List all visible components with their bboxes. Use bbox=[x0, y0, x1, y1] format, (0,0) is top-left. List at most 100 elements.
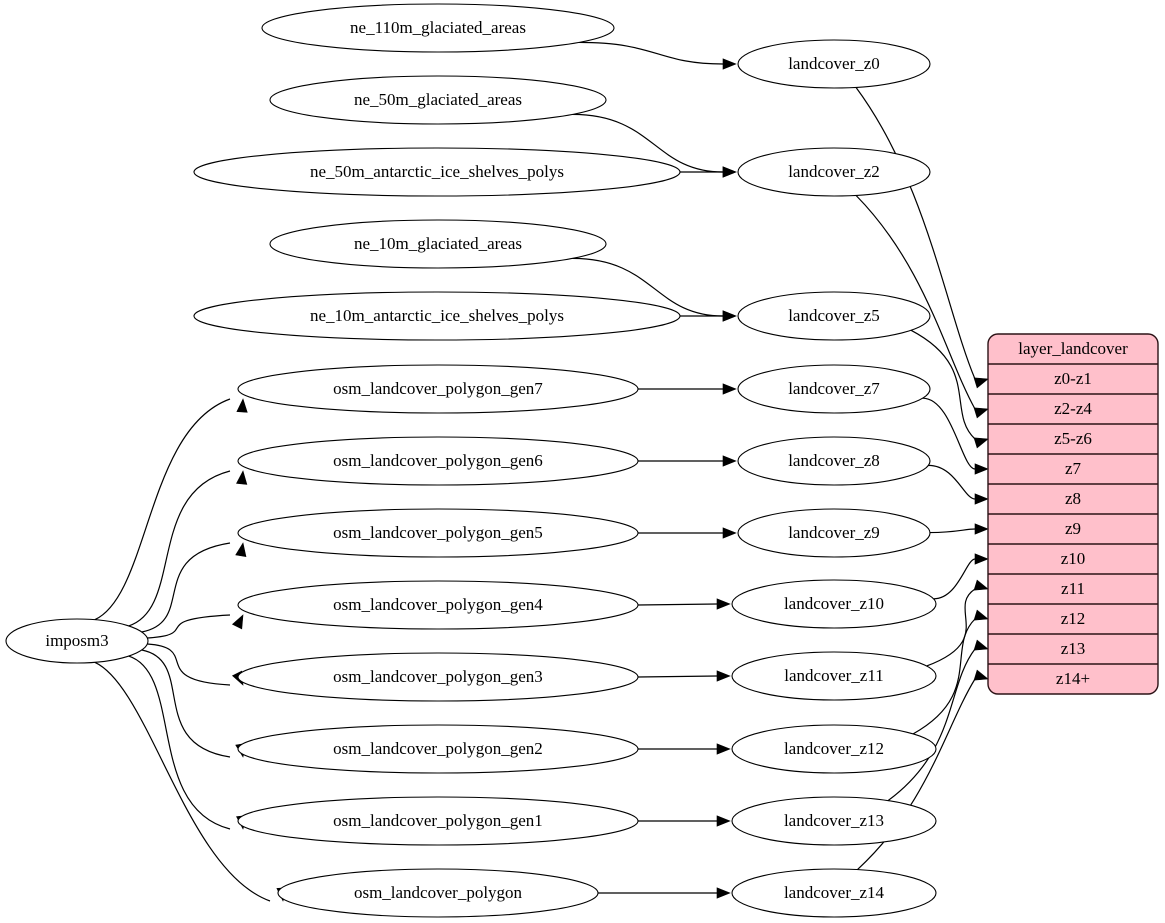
node-imposm3[interactable]: imposm3 bbox=[5, 618, 149, 664]
table-row-label: z8 bbox=[1065, 489, 1081, 508]
edge-imposm3-to-osm_landcover_polygon_gen4 bbox=[147, 614, 231, 639]
node-label-landcover_z9: landcover_z9 bbox=[788, 523, 880, 542]
arrowhead-landcover_z12 bbox=[716, 743, 731, 755]
edge-landcover_z2-to-row-z2-z4 bbox=[855, 194, 976, 410]
node-ne_10m_glaciated_areas[interactable]: ne_10m_glaciated_areas bbox=[269, 219, 607, 269]
table-row-z14+[interactable]: z14+ bbox=[988, 664, 1158, 694]
node-osm_landcover_polygon_gen1[interactable]: osm_landcover_polygon_gen1 bbox=[237, 796, 639, 846]
node-osm_landcover_polygon_gen5[interactable]: osm_landcover_polygon_gen5 bbox=[237, 508, 639, 558]
node-label-landcover_z2: landcover_z2 bbox=[788, 162, 880, 181]
node-shape-landcover_z5 bbox=[737, 291, 931, 341]
node-shape-landcover_z12 bbox=[731, 724, 937, 774]
table-row-z8[interactable]: z8 bbox=[988, 484, 1158, 514]
node-ne_10m_antarctic_ice_shelves_polys[interactable]: ne_10m_antarctic_ice_shelves_polys bbox=[193, 291, 681, 341]
node-shape-landcover_z0 bbox=[737, 39, 931, 89]
node-label-osm_landcover_polygon_gen5: osm_landcover_polygon_gen5 bbox=[333, 523, 543, 542]
table-row-z5-z6[interactable]: z5-z6 bbox=[988, 424, 1158, 454]
node-label-landcover_z13: landcover_z13 bbox=[784, 811, 884, 830]
node-label-osm_landcover_polygon_gen6: osm_landcover_polygon_gen6 bbox=[333, 451, 543, 470]
node-landcover_z7[interactable]: landcover_z7 bbox=[737, 364, 931, 414]
edge-ne_50m_glaciated_areas-to-landcover_z2 bbox=[572, 113, 724, 173]
node-landcover_z9[interactable]: landcover_z9 bbox=[737, 508, 931, 558]
node-ne_50m_antarctic_ice_shelves_polys[interactable]: ne_50m_antarctic_ice_shelves_polys bbox=[193, 147, 681, 197]
node-osm_landcover_polygon_gen7[interactable]: osm_landcover_polygon_gen7 bbox=[237, 364, 639, 414]
node-osm_landcover_polygon_gen6[interactable]: osm_landcover_polygon_gen6 bbox=[237, 436, 639, 486]
arrowhead-row-z10 bbox=[974, 553, 989, 565]
table-row-label: z5-z6 bbox=[1054, 429, 1092, 448]
node-landcover_z13[interactable]: landcover_z13 bbox=[731, 796, 937, 846]
node-shape-imposm3 bbox=[5, 618, 149, 664]
node-landcover_z2[interactable]: landcover_z2 bbox=[737, 147, 931, 197]
table-row-z9[interactable]: z9 bbox=[988, 514, 1158, 544]
node-shape-osm_landcover_polygon_gen4 bbox=[237, 580, 639, 630]
node-label-osm_landcover_polygon: osm_landcover_polygon bbox=[354, 883, 523, 902]
table-row-label: z2-z4 bbox=[1054, 399, 1092, 418]
node-shape-landcover_z9 bbox=[737, 508, 931, 558]
arrowhead-row-z8 bbox=[974, 493, 989, 505]
arrowhead-landcover_z10 bbox=[716, 598, 731, 610]
table-row-z10[interactable]: z10 bbox=[988, 544, 1158, 574]
node-shape-ne_50m_antarctic_ice_shelves_polys bbox=[193, 147, 681, 197]
arrowhead-osm_landcover_polygon_gen6 bbox=[236, 470, 248, 485]
arrowhead-osm_landcover_polygon_gen4 bbox=[231, 614, 244, 630]
node-landcover_z8[interactable]: landcover_z8 bbox=[737, 436, 931, 486]
arrowhead-landcover_z5 bbox=[722, 310, 737, 322]
node-label-ne_10m_antarctic_ice_shelves_polys: ne_10m_antarctic_ice_shelves_polys bbox=[310, 306, 564, 325]
node-shape-landcover_z10 bbox=[731, 579, 937, 629]
node-label-ne_10m_glaciated_areas: ne_10m_glaciated_areas bbox=[354, 234, 522, 253]
arrowhead-row-z0-z1 bbox=[973, 377, 989, 389]
table-row-z0-z1[interactable]: z0-z1 bbox=[988, 364, 1158, 394]
edge-landcover_z14-to-row-z14+ bbox=[856, 678, 976, 871]
node-shape-ne_10m_antarctic_ice_shelves_polys bbox=[193, 291, 681, 341]
node-landcover_z11[interactable]: landcover_z11 bbox=[731, 651, 937, 701]
node-shape-landcover_z11 bbox=[731, 651, 937, 701]
edge-landcover_z9-to-row-z9 bbox=[929, 528, 976, 534]
node-shape-osm_landcover_polygon_gen7 bbox=[237, 364, 639, 414]
layer-landcover-table[interactable]: layer_landcoverz0-z1z2-z4z5-z6z7z8z9z10z… bbox=[987, 333, 1159, 695]
table-row-z2-z4[interactable]: z2-z4 bbox=[988, 394, 1158, 424]
node-label-landcover_z8: landcover_z8 bbox=[788, 451, 880, 470]
table-row-label: z9 bbox=[1065, 519, 1081, 538]
edge-imposm3-to-osm_landcover_polygon_gen1 bbox=[128, 655, 231, 830]
table-row-z12[interactable]: z12 bbox=[988, 604, 1158, 634]
table-row-label: z13 bbox=[1061, 639, 1086, 658]
node-label-landcover_z7: landcover_z7 bbox=[788, 379, 880, 398]
node-shape-landcover_z8 bbox=[737, 436, 931, 486]
arrowhead-row-z9 bbox=[974, 523, 989, 535]
node-shape-osm_landcover_polygon_gen6 bbox=[237, 436, 639, 486]
node-ne_110m_glaciated_areas[interactable]: ne_110m_glaciated_areas bbox=[261, 3, 615, 53]
arrowhead-osm_landcover_polygon_gen5 bbox=[235, 542, 247, 558]
node-shape-osm_landcover_polygon_gen3 bbox=[237, 652, 639, 702]
node-osm_landcover_polygon[interactable]: osm_landcover_polygon bbox=[277, 868, 599, 918]
node-shape-landcover_z2 bbox=[737, 147, 931, 197]
node-label-landcover_z14: landcover_z14 bbox=[784, 883, 885, 902]
node-landcover_z0[interactable]: landcover_z0 bbox=[737, 39, 931, 89]
table-row-z11[interactable]: z11 bbox=[988, 574, 1158, 604]
arrowhead-row-z12 bbox=[973, 609, 989, 621]
node-osm_landcover_polygon_gen3[interactable]: osm_landcover_polygon_gen3 bbox=[237, 652, 639, 702]
table-row-z7[interactable]: z7 bbox=[988, 454, 1158, 484]
edge-imposm3-to-osm_landcover_polygon_gen5 bbox=[141, 542, 231, 633]
table-row-z13[interactable]: z13 bbox=[988, 634, 1158, 664]
arrowhead-landcover_z2 bbox=[722, 166, 737, 178]
node-ne_50m_glaciated_areas[interactable]: ne_50m_glaciated_areas bbox=[269, 75, 607, 125]
node-label-imposm3: imposm3 bbox=[45, 631, 108, 650]
edge-landcover_z11-to-row-z11 bbox=[926, 588, 976, 667]
node-osm_landcover_polygon_gen4[interactable]: osm_landcover_polygon_gen4 bbox=[237, 580, 639, 630]
node-label-ne_50m_antarctic_ice_shelves_polys: ne_50m_antarctic_ice_shelves_polys bbox=[310, 162, 564, 181]
node-osm_landcover_polygon_gen2[interactable]: osm_landcover_polygon_gen2 bbox=[237, 724, 639, 774]
node-landcover_z10[interactable]: landcover_z10 bbox=[731, 579, 937, 629]
node-landcover_z14[interactable]: landcover_z14 bbox=[731, 868, 937, 918]
node-label-landcover_z10: landcover_z10 bbox=[784, 594, 884, 613]
table-row-label: z0-z1 bbox=[1054, 369, 1092, 388]
edge-landcover_z10-to-row-z10 bbox=[933, 558, 976, 600]
table-row-label: z10 bbox=[1061, 549, 1086, 568]
node-label-osm_landcover_polygon_gen7: osm_landcover_polygon_gen7 bbox=[333, 379, 543, 398]
edge-landcover_z12-to-row-z12 bbox=[912, 618, 976, 735]
node-shape-landcover_z13 bbox=[731, 796, 937, 846]
node-landcover_z5[interactable]: landcover_z5 bbox=[737, 291, 931, 341]
node-shape-osm_landcover_polygon_gen1 bbox=[237, 796, 639, 846]
node-landcover_z12[interactable]: landcover_z12 bbox=[731, 724, 937, 774]
nodes-layer: imposm3 ne_110m_glaciated_areas ne_50m_gla… bbox=[5, 3, 937, 918]
